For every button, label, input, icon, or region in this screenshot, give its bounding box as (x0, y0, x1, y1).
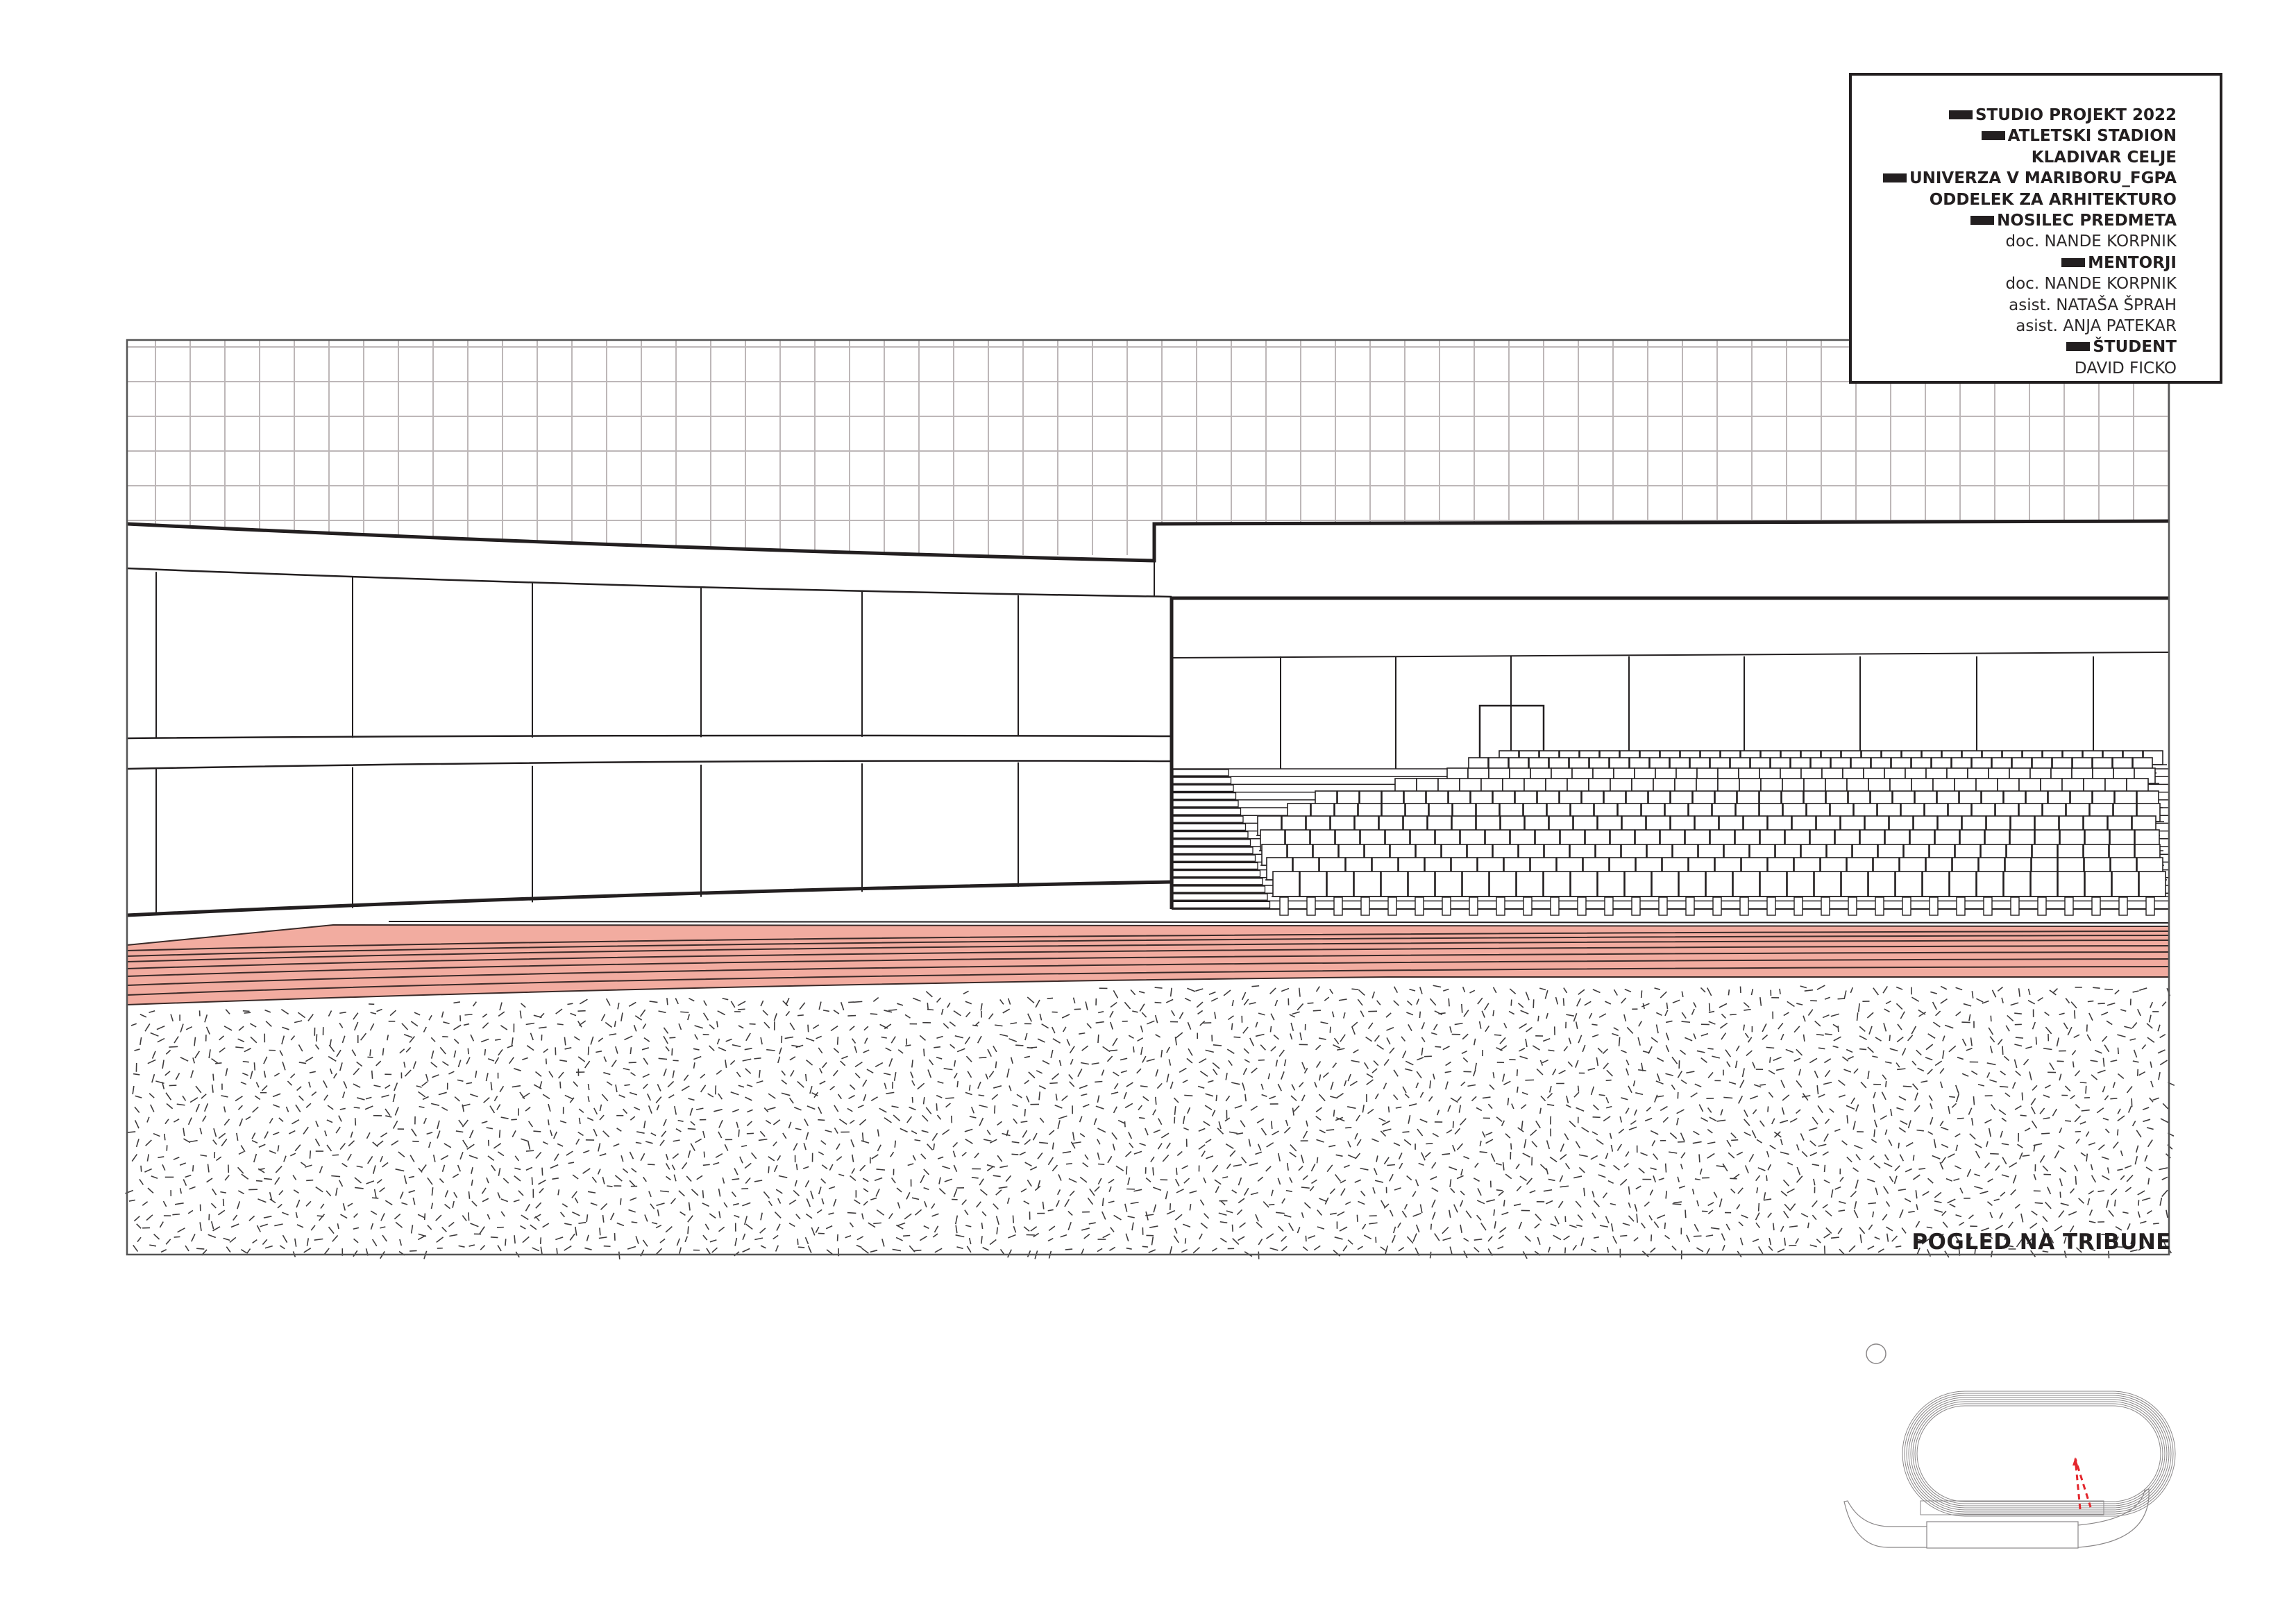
title-block-text: ATLETSKI STADION (2007, 127, 2177, 146)
title-block-line: KLADIVAR CELJE (1883, 147, 2177, 168)
title-block-text: MENTORJI (2088, 253, 2177, 272)
bullet-bar-icon (1882, 173, 1907, 183)
title-block-line: ŠTUDENT (1883, 337, 2177, 357)
grandstand-seating (1256, 750, 2170, 916)
title-block-text: STUDIO PROJEKT 2022 (1975, 106, 2177, 124)
title-block-line: doc. NANDE KORPNIK (1883, 231, 2177, 252)
title-block-line: STUDIO PROJEKT 2022 (1883, 105, 2177, 126)
title-block-text: DAVID FICKO (2074, 359, 2177, 377)
title-block-line: UNIVERZA V MARIBORU_FGPA (1882, 168, 2177, 189)
title-block-line: doc. NANDE KORPNIK (1883, 273, 2177, 294)
bullet-bar-icon (1948, 110, 1973, 119)
title-block-line: DAVID FICKO (1883, 358, 2177, 379)
title-block-text: doc. NANDE KORPNIK (2005, 275, 2177, 294)
bullet-bar-icon (2061, 257, 2086, 267)
title-block-line: asist. ANJA PATEKAR (1883, 316, 2177, 337)
title-block-line: ATLETSKI STADION (1883, 126, 2177, 146)
title-block-text: ŠTUDENT (2093, 338, 2177, 357)
title-block-text: NOSILEC PREDMETA (1997, 212, 2177, 230)
title-block-text: KLADIVAR CELJE (2031, 148, 2177, 167)
title-block-line: NOSILEC PREDMETA (1883, 210, 2177, 231)
left-building-facade (126, 519, 2170, 917)
title-block-line: MENTORJI (1883, 253, 2177, 273)
title-block-text: asist. ANJA PATEKAR (2016, 317, 2177, 336)
bullet-bar-icon (2066, 342, 2091, 352)
key-plan (1843, 1343, 2176, 1549)
title-block-text: asist. NATAŠA ŠPRAH (2009, 296, 2177, 314)
title-block-text: UNIVERZA V MARIBORU_FGPA (1909, 169, 2177, 188)
ground-hatch (125, 985, 2175, 1260)
running-track (126, 921, 2170, 1006)
view-title: POGLED NA TRIBUNE (1911, 1230, 2171, 1255)
title-block-line: ODDELEK ZA ARHITEKTURO (1883, 189, 2177, 210)
drawing-frame (126, 339, 2170, 1256)
bullet-bar-icon (1981, 131, 2005, 141)
bullet-bar-icon (1970, 216, 1995, 226)
title-block-line: asist. NATAŠA ŠPRAH (1883, 295, 2177, 316)
title-block-text: doc. NANDE KORPNIK (2005, 232, 2177, 251)
title-block-text: ODDELEK ZA ARHITEKTURO (1929, 190, 2177, 209)
